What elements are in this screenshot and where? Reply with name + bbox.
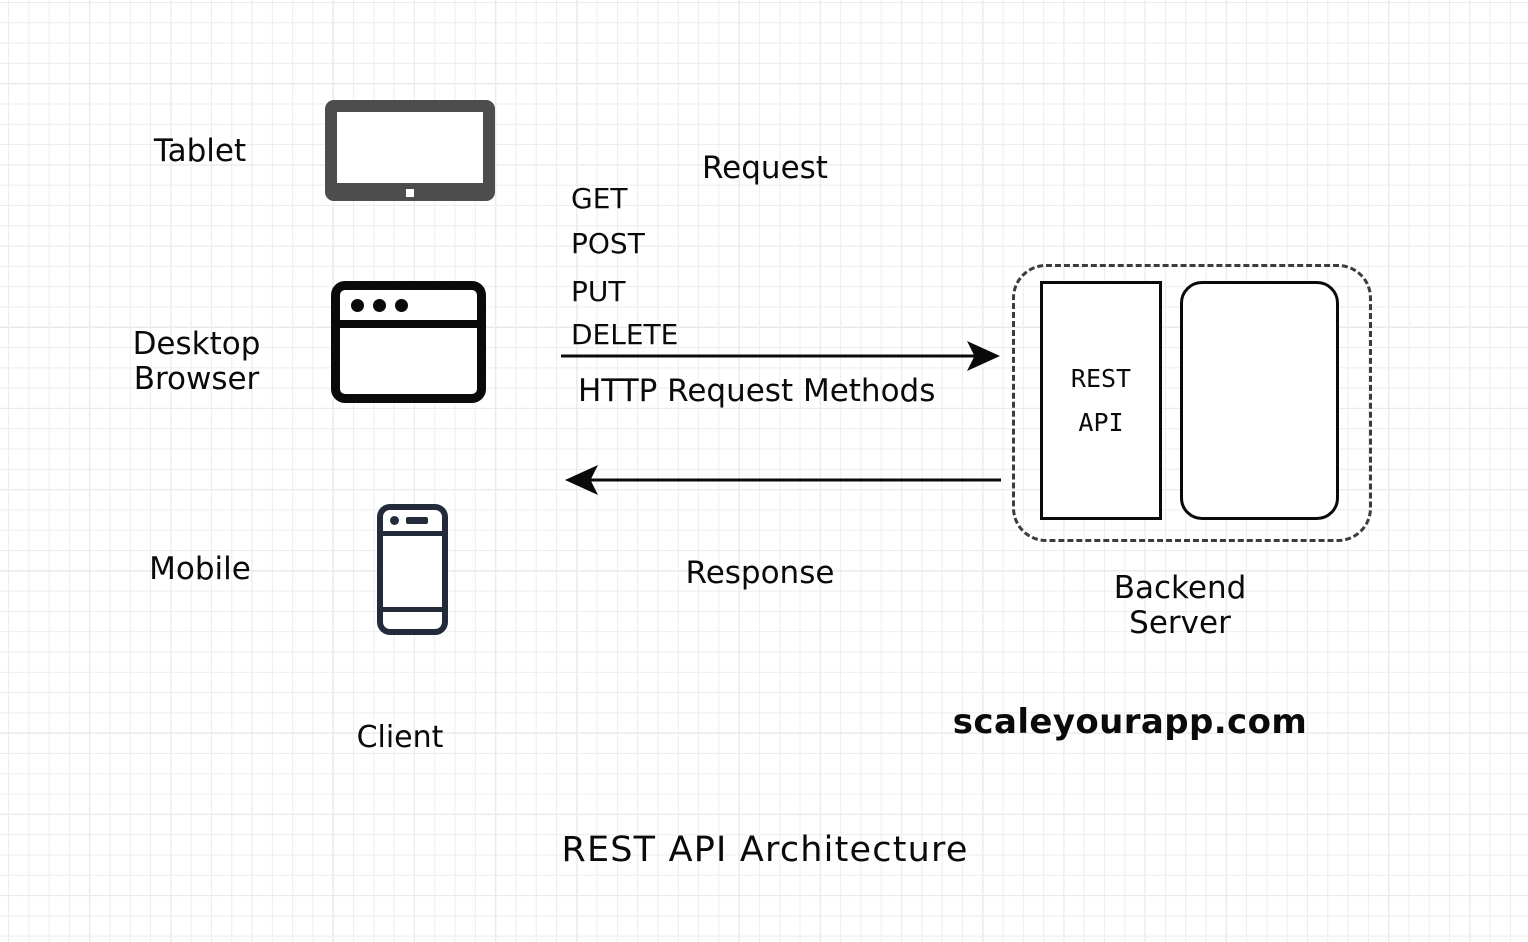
http-method-put: PUT: [571, 275, 626, 308]
http-request-methods-caption: HTTP Request Methods: [578, 373, 936, 409]
browser-dot-2-icon: [373, 298, 386, 312]
backend-server-label: Backend Server: [1113, 570, 1247, 641]
response-arrow-icon: [565, 465, 1001, 495]
response-label: Response: [685, 555, 835, 591]
http-method-get: GET: [571, 182, 628, 215]
browser-titlebar: [340, 290, 477, 328]
diagram-title: REST API Architecture: [561, 830, 969, 870]
http-method-delete: DELETE: [571, 318, 679, 351]
phone-camera-icon: [390, 516, 399, 525]
desktop-browser-label: Desktop Browser: [132, 326, 261, 397]
tablet-label: Tablet: [153, 133, 247, 169]
rest-api-box: REST API: [1040, 281, 1162, 520]
browser-dot-1-icon: [351, 298, 364, 312]
backend-server-container: [1012, 264, 1372, 542]
brand-watermark: scaleyourapp.com: [952, 702, 1308, 742]
mobile-label: Mobile: [149, 551, 251, 587]
browser-window-icon: [331, 281, 486, 403]
request-arrow-icon: [561, 341, 1000, 371]
request-label: Request: [702, 150, 828, 186]
server-process-box: [1180, 281, 1339, 520]
client-group-label: Client: [356, 720, 444, 755]
rest-api-label: REST API: [1070, 363, 1132, 437]
phone-home-bar: [383, 607, 442, 612]
browser-dot-3-icon: [395, 298, 408, 312]
phone-earpiece-row: [383, 510, 442, 536]
mobile-phone-icon: [377, 504, 448, 635]
phone-speaker-icon: [406, 517, 428, 524]
tablet-home-button-icon: [406, 189, 414, 197]
tablet-icon: [325, 100, 495, 201]
http-method-post: POST: [571, 227, 645, 260]
